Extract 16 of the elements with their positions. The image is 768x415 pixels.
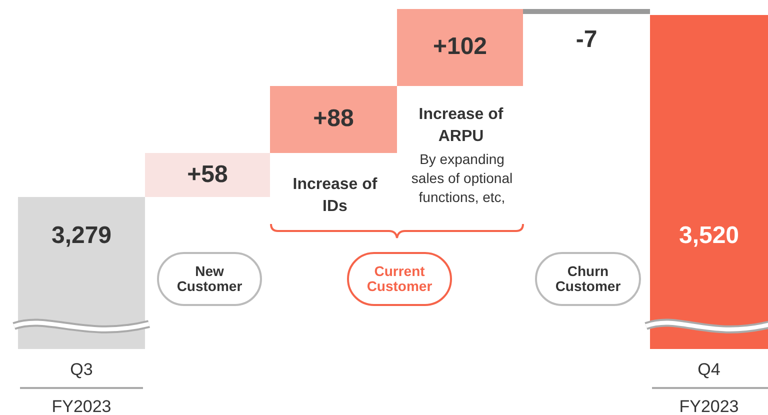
axis-label: FY2023 [50, 397, 112, 415]
note-text: By expanding sales of optional functions, etc, [410, 150, 514, 207]
category-pill: Churn Customer [535, 252, 641, 306]
category-pill: New Customer [157, 252, 262, 306]
axis-label: FY2023 [678, 397, 740, 415]
axis-label: Q4 [696, 360, 722, 380]
bar: 3,520 [650, 15, 768, 349]
bar: +58 [145, 153, 270, 197]
category-pill: Current Customer [347, 252, 452, 306]
bar: +102 [397, 9, 523, 86]
bar: 3,279 [18, 197, 145, 349]
note-text: Increase of IDs [292, 175, 378, 217]
axis-label: Q3 [69, 360, 94, 380]
note-text: Increase of ARPU [418, 105, 504, 147]
bar: +88 [270, 86, 397, 153]
value-label: -7 [574, 26, 598, 54]
